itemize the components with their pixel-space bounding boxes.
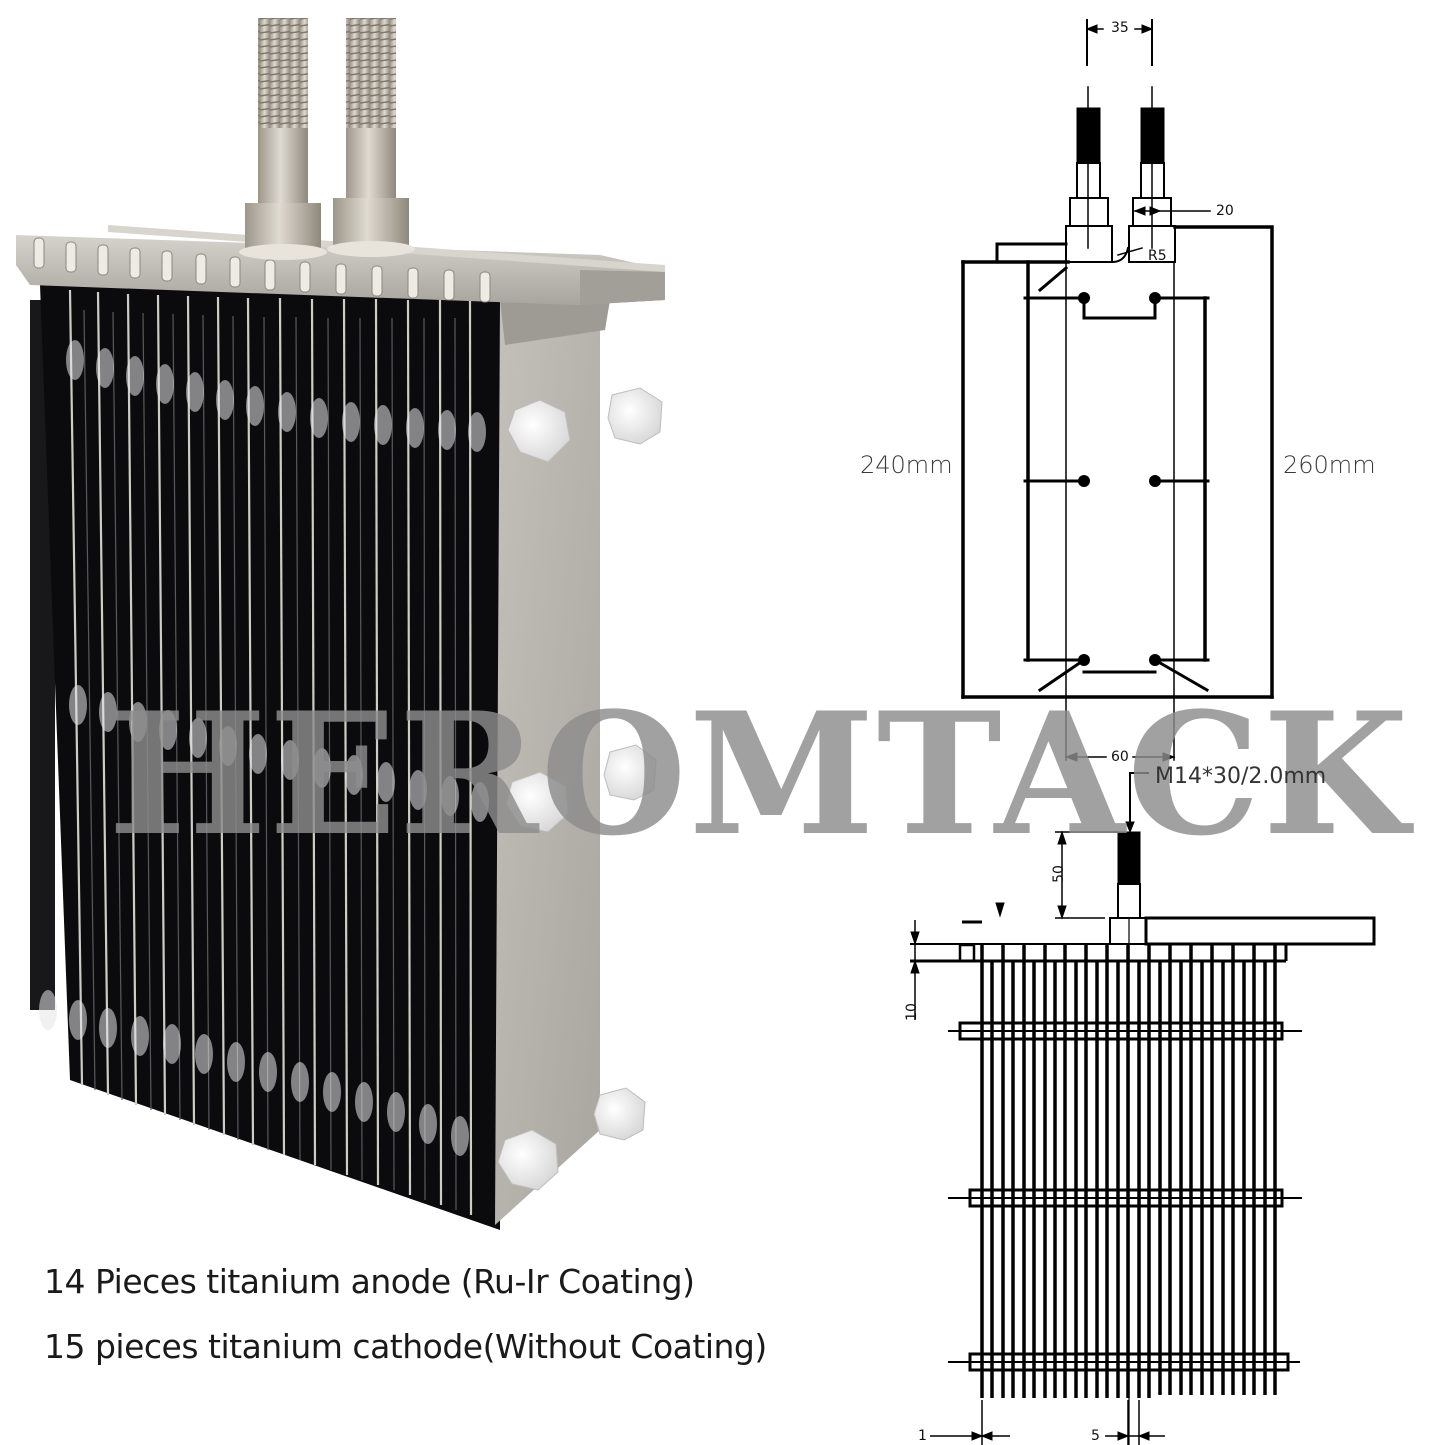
dim-terminal-height-text: 50 xyxy=(1050,865,1067,883)
side-plate xyxy=(495,300,600,1225)
insulator-nuts xyxy=(497,387,663,1191)
dim-height-240: 240mm xyxy=(860,451,953,479)
dim-radius: R5 xyxy=(1148,248,1167,264)
terminal-bolts xyxy=(239,18,415,260)
dim-height-260: 260mm xyxy=(1283,451,1376,479)
dim-terminal-height: 50 xyxy=(1050,865,1068,883)
caption-cathode: 15 pieces titanium cathode(Without Coati… xyxy=(44,1327,767,1366)
side-fins xyxy=(980,944,1277,1398)
support-bars xyxy=(948,1021,1302,1372)
fastener-dots xyxy=(1078,292,1161,666)
dim-top-gap-text: 10 xyxy=(903,1003,920,1021)
dim-terminal-width: 20 xyxy=(1216,203,1234,219)
dim-plate-thickness: 1 xyxy=(918,1428,927,1444)
electrode-fins xyxy=(39,285,500,1230)
dim-thread-spec: M14*30/2.0mm xyxy=(1155,764,1327,789)
caption-anode: 14 Pieces titanium anode (Ru-Ir Coating) xyxy=(44,1262,695,1301)
dim-bottom-spacing: 60 xyxy=(1111,749,1129,765)
dim-top-gap: 10 xyxy=(903,1003,921,1021)
dim-plate-pitch: 5 xyxy=(1091,1428,1100,1444)
dim-terminal-spacing: 35 xyxy=(1111,20,1129,36)
